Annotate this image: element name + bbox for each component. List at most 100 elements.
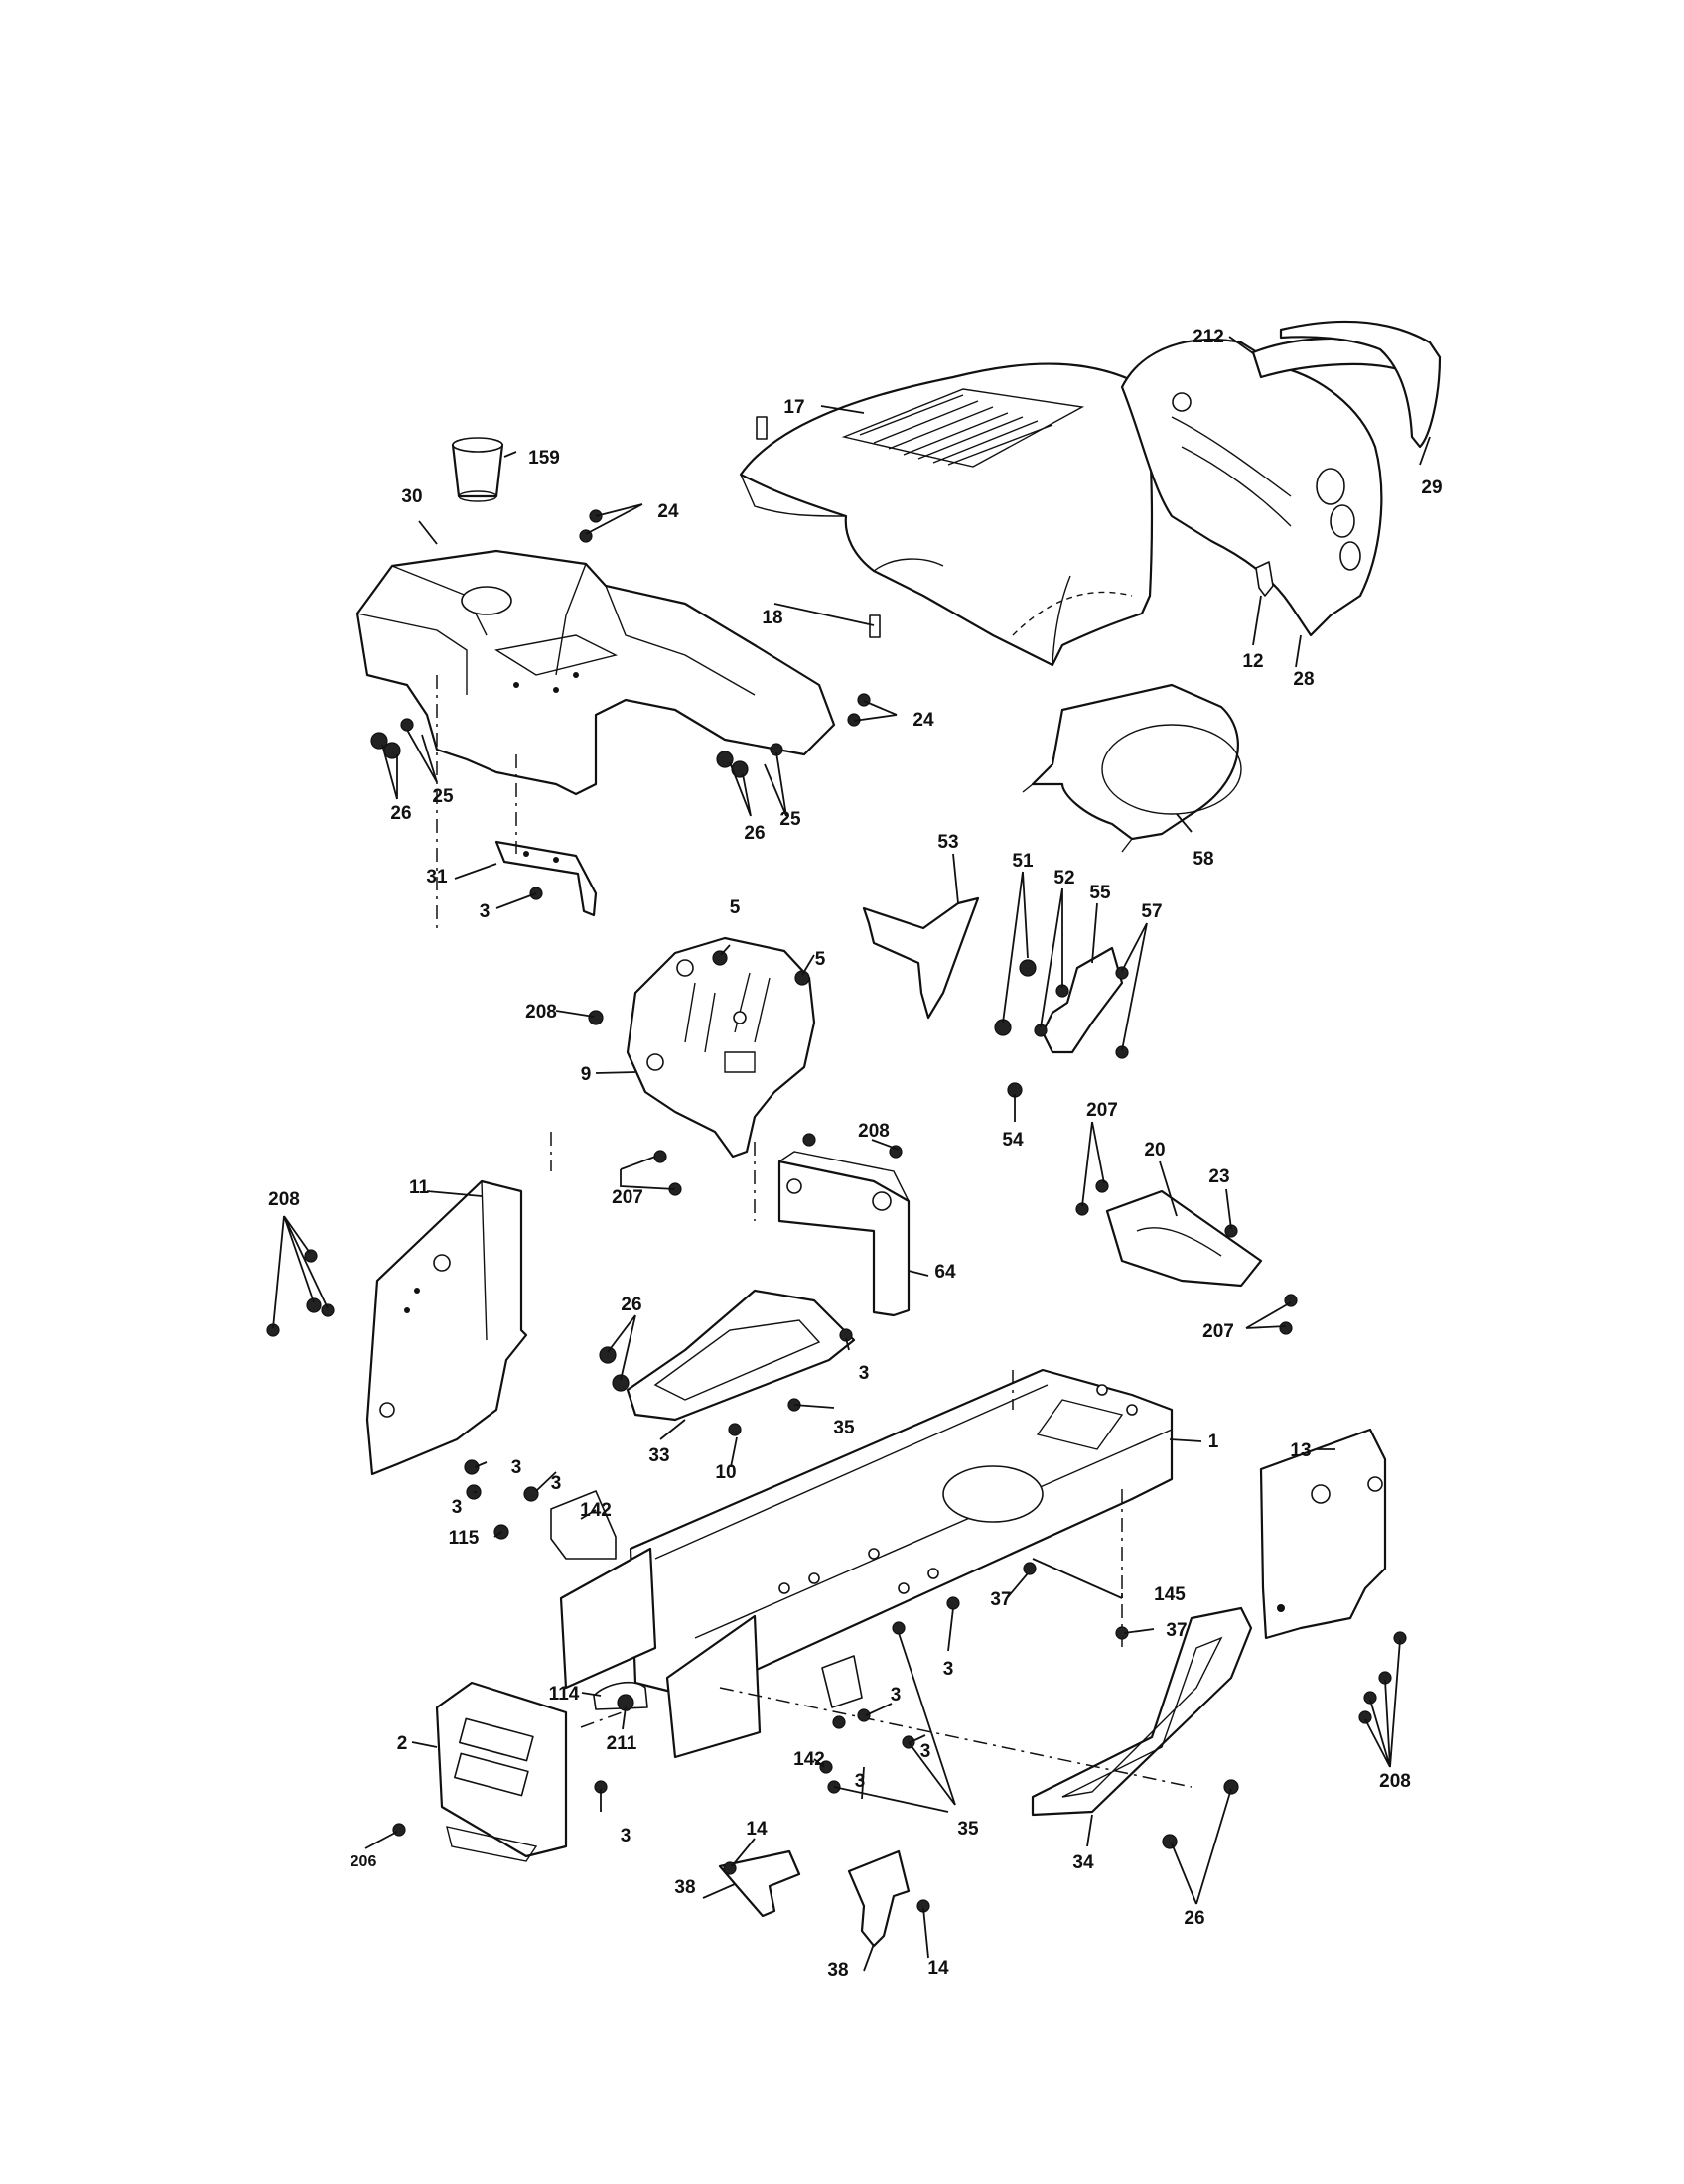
callout-1: 1 xyxy=(1208,1432,1219,1452)
callout-37-b: 37 xyxy=(1166,1620,1187,1641)
callout-25-mid: 25 xyxy=(779,809,801,830)
footrest-part-34 xyxy=(1031,1606,1253,1817)
callout-29: 29 xyxy=(1421,478,1442,498)
callout-35-a: 35 xyxy=(833,1418,855,1438)
callout-3-j: 3 xyxy=(621,1826,632,1846)
callout-13: 13 xyxy=(1290,1440,1311,1461)
dash-panel-part-9 xyxy=(626,936,816,1159)
callout-37-a: 37 xyxy=(990,1589,1011,1610)
callout-26-c: 26 xyxy=(1184,1908,1204,1929)
frame-part-1 xyxy=(629,1368,1174,1700)
latch-part-12 xyxy=(1255,561,1274,597)
callout-10: 10 xyxy=(715,1462,736,1483)
footrest-part-33 xyxy=(626,1289,856,1422)
callout-9: 9 xyxy=(581,1064,592,1085)
callout-58: 58 xyxy=(1193,849,1213,870)
callout-208-d: 208 xyxy=(1379,1771,1411,1792)
grille-housing-part-28 xyxy=(1120,338,1383,637)
callout-38-a: 38 xyxy=(674,1877,695,1898)
plate-part-142-upper xyxy=(550,1490,617,1560)
callout-23: 23 xyxy=(1208,1166,1229,1187)
callout-3-a: 3 xyxy=(480,901,491,922)
bracket-part-53 xyxy=(862,896,980,1020)
callout-14-a: 14 xyxy=(746,1819,768,1840)
callout-207-a: 207 xyxy=(1086,1100,1118,1121)
callout-54: 54 xyxy=(1002,1130,1024,1151)
callout-159: 159 xyxy=(528,448,560,469)
callout-3-g: 3 xyxy=(891,1685,902,1706)
trim-part-29 xyxy=(1279,320,1442,449)
callout-2: 2 xyxy=(397,1733,408,1754)
bracket-part-38-right xyxy=(847,1849,911,1948)
callout-3-h: 3 xyxy=(920,1741,931,1762)
bracket-part-31 xyxy=(494,840,598,917)
callout-211: 211 xyxy=(607,1733,637,1754)
callout-51: 51 xyxy=(1012,851,1034,872)
callout-3-f: 3 xyxy=(943,1659,954,1680)
callout-3-c: 3 xyxy=(511,1457,522,1478)
callout-14-b: 14 xyxy=(927,1958,949,1979)
side-panel-part-11 xyxy=(365,1179,528,1476)
callout-12: 12 xyxy=(1242,651,1263,672)
callout-18: 18 xyxy=(762,608,782,628)
callout-5-a: 5 xyxy=(730,897,741,918)
callout-114: 114 xyxy=(549,1684,580,1705)
callout-3-b: 3 xyxy=(859,1363,870,1384)
callout-5-b: 5 xyxy=(815,949,826,970)
callout-28: 28 xyxy=(1293,669,1314,690)
callout-206: 206 xyxy=(351,1853,377,1870)
callout-55: 55 xyxy=(1089,883,1111,903)
callout-35-b: 35 xyxy=(957,1819,979,1840)
callout-207-b: 207 xyxy=(612,1187,643,1208)
callout-20: 20 xyxy=(1144,1140,1165,1160)
console-part-64 xyxy=(777,1151,911,1317)
callout-52: 52 xyxy=(1053,868,1074,888)
plate-left-lower xyxy=(665,1614,762,1759)
assembly-lines xyxy=(436,675,1193,1788)
side-panel-part-13 xyxy=(1259,1428,1387,1640)
plate-part-2 xyxy=(435,1681,568,1862)
leader-lines xyxy=(272,336,1431,1972)
callout-33: 33 xyxy=(648,1445,669,1466)
shroud-part-58 xyxy=(1022,683,1242,853)
callout-26-mid: 26 xyxy=(744,823,765,844)
callout-208-c: 208 xyxy=(268,1189,300,1210)
callout-31: 31 xyxy=(426,867,448,887)
bracket-part-38-left xyxy=(718,1849,801,1918)
callout-26-left: 26 xyxy=(390,803,411,824)
callout-24-lower: 24 xyxy=(912,710,934,731)
rod-part-145 xyxy=(1032,1558,1123,1599)
callout-3-i: 3 xyxy=(855,1771,866,1792)
lever-bracket-part-55 xyxy=(1041,946,1124,1054)
fasteners xyxy=(266,509,1407,1913)
callout-34: 34 xyxy=(1072,1852,1094,1873)
callout-115: 115 xyxy=(449,1528,480,1549)
cup-part-159 xyxy=(451,437,504,502)
callout-30: 30 xyxy=(401,486,422,507)
plate-part-20 xyxy=(1105,1189,1263,1288)
hood-part-17 xyxy=(739,362,1154,667)
callout-53: 53 xyxy=(937,832,958,853)
callout-64: 64 xyxy=(934,1262,956,1283)
plate-part-142-lower xyxy=(821,1655,863,1708)
callout-11: 11 xyxy=(409,1177,430,1198)
callout-17: 17 xyxy=(783,397,804,418)
callout-25-left: 25 xyxy=(432,786,454,807)
callout-212: 212 xyxy=(1193,327,1224,347)
callout-208-b: 208 xyxy=(858,1121,890,1142)
callout-3-d: 3 xyxy=(551,1473,562,1494)
callout-208-a: 208 xyxy=(525,1002,557,1023)
plate-left-upper xyxy=(559,1547,657,1690)
callout-3-e: 3 xyxy=(452,1497,463,1518)
callout-142-a: 142 xyxy=(580,1500,612,1521)
callout-145: 145 xyxy=(1154,1584,1186,1605)
fender-part-30 xyxy=(355,549,836,796)
callout-26-b: 26 xyxy=(621,1295,641,1315)
callout-57: 57 xyxy=(1141,901,1162,922)
callout-142-b: 142 xyxy=(793,1749,825,1770)
callout-38-b: 38 xyxy=(827,1960,848,1980)
callout-24-upper: 24 xyxy=(657,501,679,522)
callout-207-c: 207 xyxy=(1202,1321,1234,1342)
callout-labels: 17 212 29 159 30 24 18 12 28 26 25 24 26… xyxy=(268,327,1442,1980)
